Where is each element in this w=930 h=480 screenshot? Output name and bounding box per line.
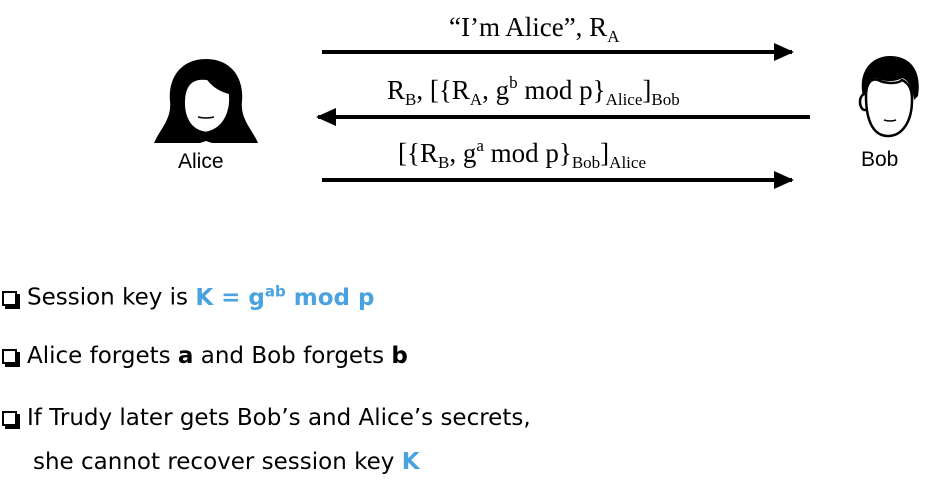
checkbox-bullet-icon — [2, 290, 17, 306]
bullet-session-key: Session key is K = gab mod p — [2, 282, 374, 312]
checkbox-bullet-icon — [2, 349, 17, 364]
bob-label: Bob — [861, 148, 899, 171]
bullet-forgets: Alice forgets a and Bob forgets b — [2, 343, 408, 371]
bullet-trudy-line2: she cannot recover session key K — [33, 449, 420, 475]
alice-label: Alice — [178, 150, 224, 173]
message-3-label: [{RB, ga mod p}Bob]Alice — [398, 136, 646, 172]
message-2-label: RB, [{RA, gb mod p}Alice]Bob — [387, 73, 680, 109]
checkbox-bullet-icon — [2, 411, 17, 426]
bullet-trudy-line1: If Trudy later gets Bob’s and Alice’s se… — [2, 405, 531, 433]
message-3-arrow — [322, 171, 794, 189]
alice-icon — [154, 59, 258, 143]
bob-icon — [858, 56, 919, 138]
message-2-arrow — [316, 108, 810, 126]
message-1-label: “I’m Alice”, RA — [449, 12, 620, 46]
message-1-arrow — [322, 43, 794, 61]
